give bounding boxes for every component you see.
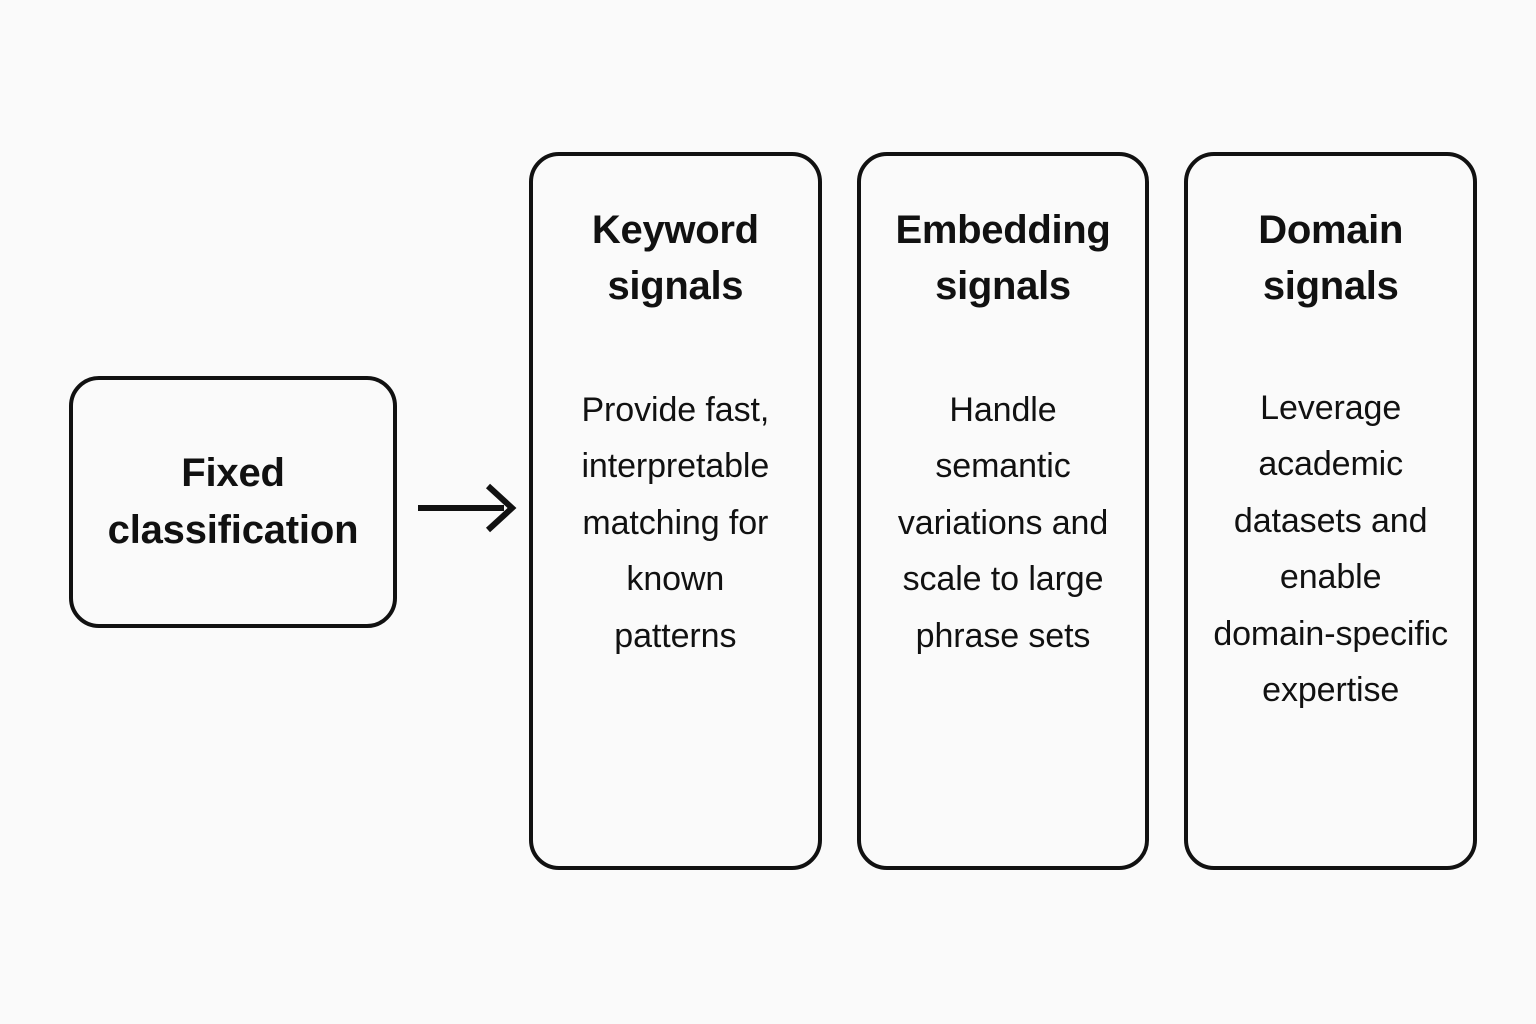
arrow-right-icon xyxy=(418,483,517,533)
card-body: Leverage academic datasets and enable do… xyxy=(1213,389,1449,710)
card-domain-signals[interactable]: Domain signals Leverage academic dataset… xyxy=(1184,152,1478,870)
source-node-label: Fixed classification xyxy=(107,451,359,552)
card-keyword-signals[interactable]: Keyword signals Provide fast, interpreta… xyxy=(529,152,822,870)
card-embedding-signals[interactable]: Embedding signals Handle semantic variat… xyxy=(856,152,1150,870)
signal-cards-group: Keyword signals Provide fast, interpreta… xyxy=(529,152,1478,870)
source-node-fixed-classification[interactable]: Fixed classification xyxy=(69,376,397,628)
card-title: Embedding signals xyxy=(895,208,1111,308)
card-body: Handle semantic variations and scale to … xyxy=(897,391,1109,655)
card-body: Provide fast, interpretable matching for… xyxy=(581,391,770,655)
card-title: Domain signals xyxy=(1258,208,1404,308)
card-title: Keyword signals xyxy=(591,208,759,308)
